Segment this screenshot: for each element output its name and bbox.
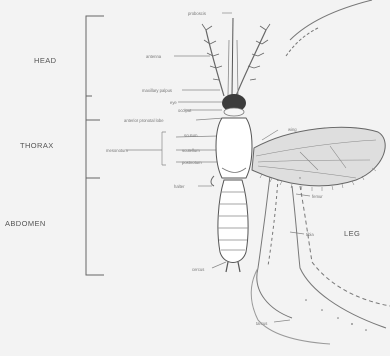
label-cercus: cercus — [192, 267, 204, 272]
label-halter: halter — [174, 184, 185, 189]
leg-speckles — [299, 177, 367, 331]
label-wing: wing — [288, 127, 297, 132]
region-label-leg: LEG — [344, 229, 360, 238]
label-occiput: occiput — [178, 108, 192, 113]
proboscis-drawing — [228, 18, 238, 96]
region-brackets — [86, 16, 104, 275]
label-anterior-pronotal-lobe: anterior pronotal lobe — [124, 118, 164, 123]
label-scutellum: scutellum — [182, 148, 200, 153]
region-label-thorax: THORAX — [20, 141, 54, 150]
thorax-drawing — [216, 118, 252, 178]
label-femur: femur — [312, 194, 323, 199]
occiput-drawing — [224, 108, 244, 116]
label-mesonotum: mesonotum — [106, 148, 128, 153]
label-proboscis: proboscis — [188, 11, 206, 16]
antennae — [202, 24, 270, 96]
label-eye: eye — [170, 100, 177, 105]
region-label-head: HEAD — [34, 56, 57, 65]
label-postnotum: postnotum — [182, 160, 202, 165]
label-antenna: antenna — [146, 54, 162, 59]
label-maxillary-palpus: maxillary palpus — [142, 88, 172, 93]
wing-drawing — [252, 127, 385, 186]
label-tibia: tibia — [306, 232, 314, 237]
cerci-drawing — [226, 262, 240, 272]
region-label-abdomen: ABDOMEN — [5, 219, 46, 228]
halter-drawing — [211, 176, 214, 186]
label-scutum: scutum — [184, 133, 198, 138]
